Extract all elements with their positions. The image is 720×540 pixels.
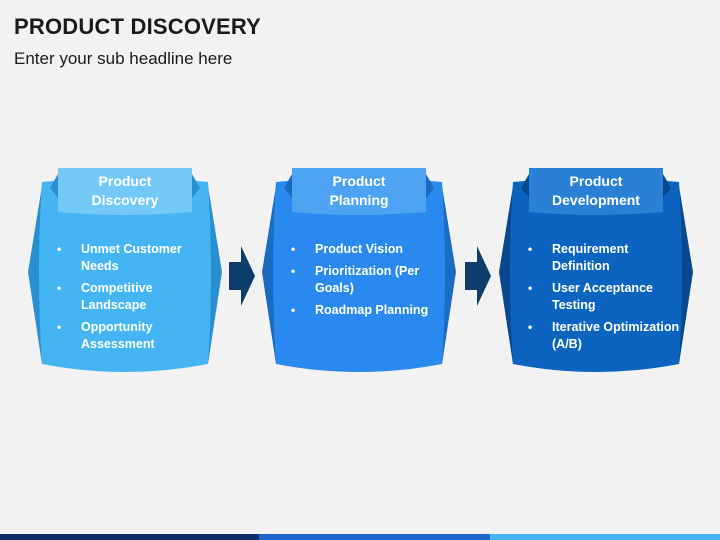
footer-segment [259, 534, 490, 540]
arrow-right-icon [465, 246, 491, 306]
stage-card-development: Product Development Requirement Definiti… [499, 168, 693, 378]
footer-segment [0, 534, 260, 540]
stage-title: Product Planning [329, 173, 389, 208]
footer-segment [489, 534, 720, 540]
stage-card-discovery: Product Discovery Unmet Customer Needs C… [28, 168, 222, 378]
list-item: Product Vision [288, 241, 452, 258]
stage-bullet-list: Unmet Customer Needs Competitive Landsca… [54, 241, 218, 358]
stage-title: Product Discovery [91, 173, 159, 208]
footer-bar [0, 534, 720, 540]
stage-card-planning: Product Planning Product Vision Prioriti… [262, 168, 456, 378]
list-item: Roadmap Planning [288, 302, 452, 319]
page-subtitle: Enter your sub headline here [14, 49, 233, 68]
list-item: Requirement Definition [525, 241, 689, 275]
arrow-right-icon [229, 246, 255, 306]
list-item: Prioritization (Per Goals) [288, 263, 452, 297]
list-item: Opportunity Assessment [54, 319, 218, 353]
list-item: User Acceptance Testing [525, 280, 689, 314]
list-item: Unmet Customer Needs [54, 241, 218, 275]
stage-bullet-list: Product Vision Prioritization (Per Goals… [288, 241, 452, 324]
stage-bullet-list: Requirement Definition User Acceptance T… [525, 241, 689, 358]
list-item: Competitive Landscape [54, 280, 218, 314]
list-item: Iterative Optimization (A/B) [525, 319, 689, 353]
stage-title: Product Development [552, 173, 640, 208]
page-title: PRODUCT DISCOVERY [14, 14, 262, 39]
